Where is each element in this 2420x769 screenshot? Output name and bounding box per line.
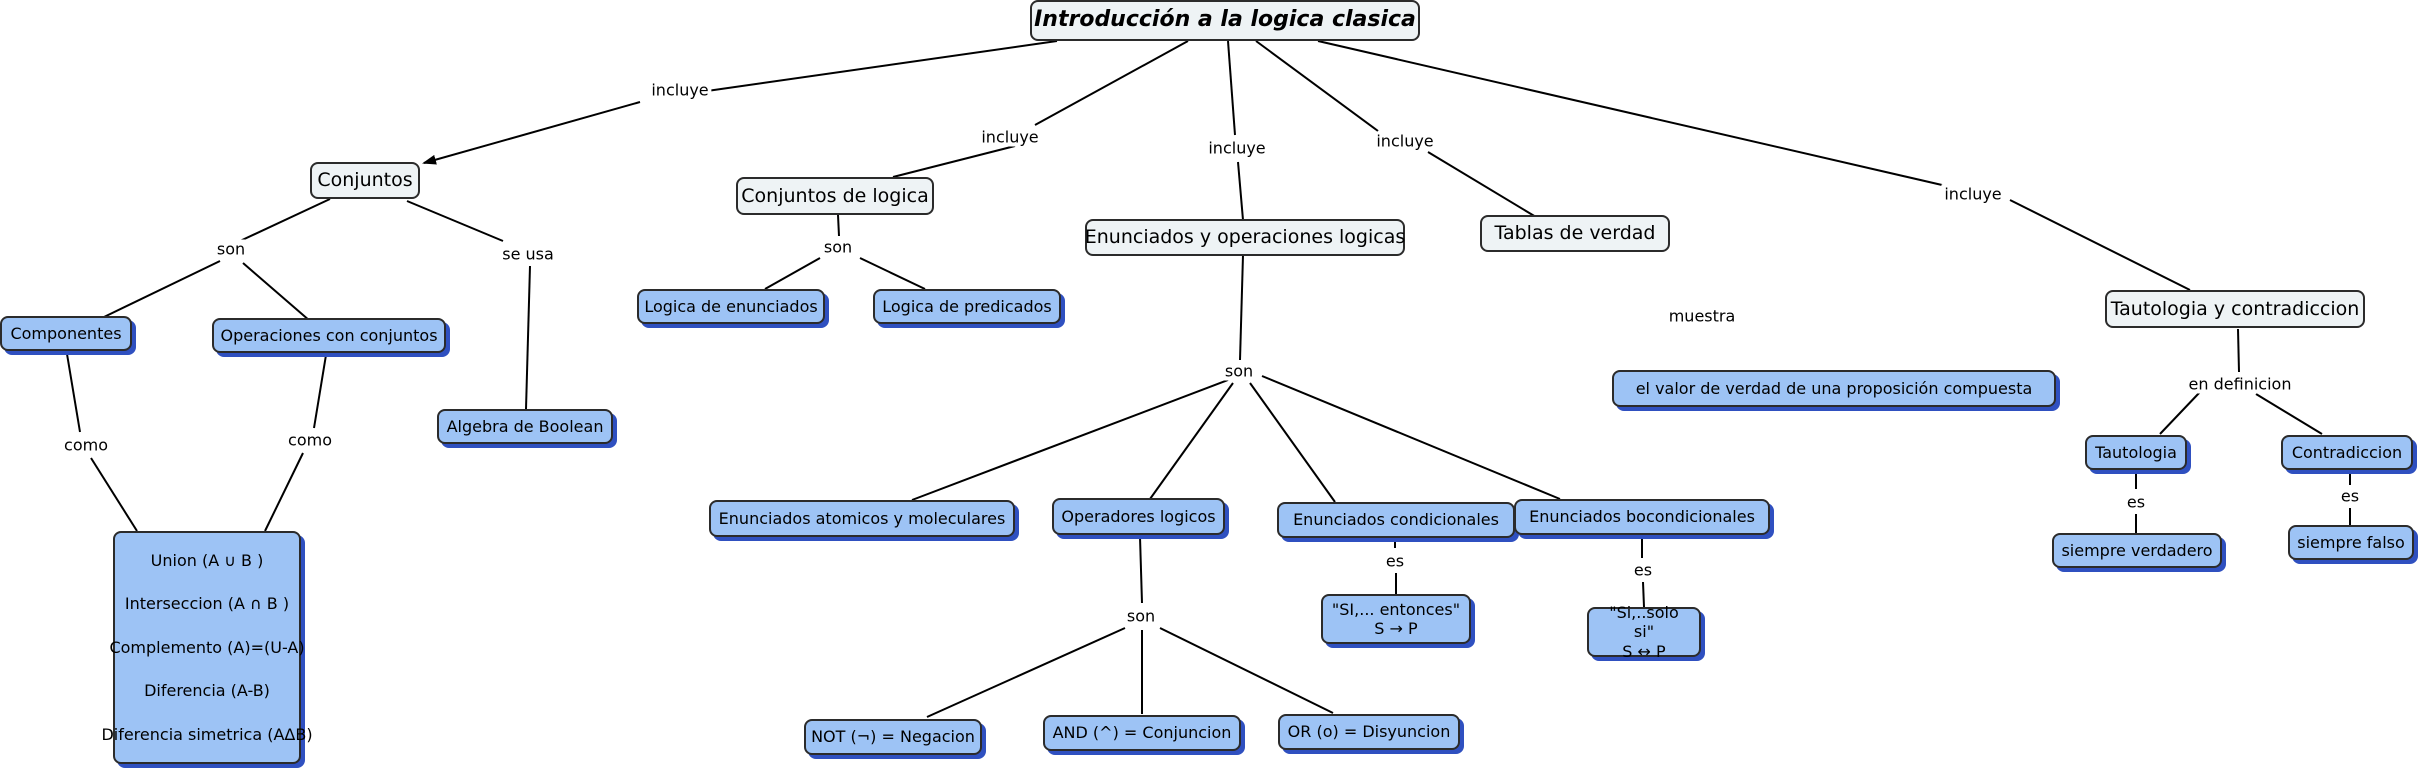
- leaf-solo-si[interactable]: "Si,..solo si" S ↔ P: [1587, 603, 1701, 661]
- link-label: como: [61, 435, 111, 455]
- link-label: como: [285, 430, 335, 450]
- link-label: incluye: [978, 127, 1042, 147]
- set-op-diferencia: Diferencia (A-B): [144, 681, 270, 701]
- si-entonces-text: "SI,... entonces": [1331, 599, 1461, 619]
- si-entonces-symbol: S → P: [1374, 619, 1418, 638]
- link-label: son: [820, 237, 856, 257]
- link-label: son: [1221, 361, 1257, 381]
- concept-enunciados-y-operaciones[interactable]: Enunciados y operaciones logicas: [1085, 219, 1405, 256]
- link-label: incluye: [1205, 138, 1269, 158]
- set-op-complemento: Complemento (A)=(U-A): [109, 637, 305, 657]
- link-label: son: [1123, 606, 1159, 626]
- leaf-valor-de-verdad[interactable]: el valor de verdad de una proposición co…: [1612, 370, 2056, 407]
- leaf-enunciados-condicionales[interactable]: Enunciados condicionales: [1277, 502, 1515, 538]
- set-op-union: Union (A ∪ B ): [150, 551, 264, 571]
- link-label: son: [213, 239, 249, 259]
- set-op-diferencia-simetrica: Diferencia simetrica (AΔB): [101, 724, 313, 744]
- leaf-contradiccion[interactable]: Contradiccion: [2281, 435, 2413, 470]
- link-label: muestra: [1665, 306, 1739, 326]
- link-label: en definicion: [2185, 374, 2295, 394]
- leaf-siempre-verdadero[interactable]: siempre verdadero: [2052, 533, 2222, 568]
- concept-conjuntos-de-logica[interactable]: Conjuntos de logica: [736, 177, 934, 215]
- link-label: es: [1630, 560, 1656, 580]
- leaf-set-operations[interactable]: Union (A ∪ B ) Interseccion (A ∩ B ) Com…: [101, 531, 313, 764]
- leaf-componentes[interactable]: Componentes: [0, 316, 132, 351]
- set-op-interseccion: Interseccion (A ∩ B ): [124, 594, 290, 614]
- leaf-enunciados-bicondicionales[interactable]: Enunciados bocondicionales: [1514, 499, 1770, 535]
- link-label: es: [1382, 551, 1408, 571]
- leaf-siempre-falso[interactable]: siempre falso: [2288, 525, 2414, 560]
- leaf-not-negacion[interactable]: NOT (¬) = Negacion: [804, 719, 982, 755]
- link-label: es: [2123, 492, 2149, 512]
- leaf-or-disyuncion[interactable]: OR (o) = Disyuncion: [1278, 714, 1460, 750]
- leaf-si-entonces[interactable]: "SI,... entonces" S → P: [1321, 594, 1471, 644]
- leaf-logica-de-predicados[interactable]: Logica de predicados: [873, 289, 1061, 324]
- concept-tautologia-y-contradiccion[interactable]: Tautologia y contradiccion: [2105, 290, 2365, 328]
- leaf-operaciones-con-conjuntos[interactable]: Operaciones con conjuntos: [212, 318, 446, 353]
- solo-si-symbol: S ↔ P: [1622, 641, 1666, 661]
- solo-si-text: "Si,..solo si": [1609, 603, 1679, 642]
- leaf-tautologia[interactable]: Tautologia: [2085, 435, 2187, 470]
- link-label: incluye: [648, 80, 712, 100]
- leaf-algebra-de-boolean[interactable]: Algebra de Boolean: [437, 409, 613, 444]
- leaf-and-conjuncion[interactable]: AND (^) = Conjuncion: [1043, 715, 1241, 751]
- leaf-logica-de-enunciados[interactable]: Logica de enunciados: [637, 289, 825, 324]
- root-concept[interactable]: Introducción a la logica clasica: [1030, 0, 1420, 41]
- link-label: incluye: [1373, 131, 1437, 151]
- leaf-enunciados-atomicos[interactable]: Enunciados atomicos y moleculares: [709, 500, 1015, 537]
- leaf-operadores-logicos[interactable]: Operadores logicos: [1052, 498, 1225, 535]
- link-label: se usa: [499, 244, 557, 264]
- link-label: es: [2337, 486, 2363, 506]
- concept-conjuntos[interactable]: Conjuntos: [310, 162, 420, 199]
- link-label: incluye: [1941, 184, 2005, 204]
- concept-tablas-de-verdad[interactable]: Tablas de verdad: [1480, 215, 1670, 252]
